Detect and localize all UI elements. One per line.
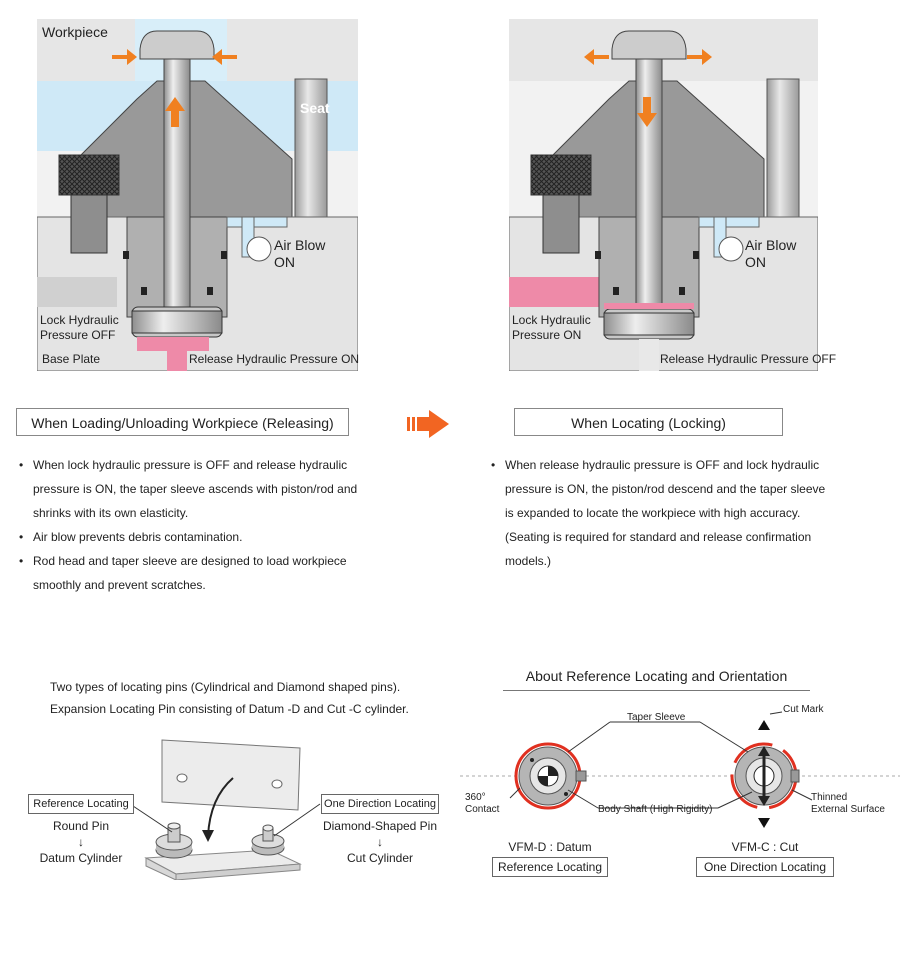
locking-cross-section	[509, 19, 818, 371]
contact-line1: 360°	[465, 792, 486, 803]
thinned-surface-label: Thinned External Surface	[811, 792, 885, 816]
releasing-bullet-3: Rod head and taper sleeve are designed t…	[17, 549, 362, 597]
reference-locating-box: Reference Locating	[28, 794, 134, 814]
lock-pressure-line1-right: Lock Hydraulic	[512, 313, 591, 327]
datum-reference-box: Reference Locating	[492, 857, 608, 877]
diamond-pin-arrow: ↓	[377, 835, 383, 849]
air-blow-text-right: Air Blow	[745, 237, 797, 253]
releasing-bullets: When lock hydraulic pressure is OFF and …	[17, 453, 362, 597]
seat-label: Seat	[300, 100, 330, 116]
lock-pressure-label-right: Lock Hydraulic Pressure ON	[512, 313, 591, 343]
contact-line2: Contact	[465, 804, 500, 815]
cut-direction-box: One Direction Locating	[696, 857, 834, 877]
reference-diagram	[460, 711, 900, 828]
thinned-line2: External Surface	[811, 804, 885, 815]
cut-type-label: VFM-C : Cut	[731, 840, 799, 854]
body-shaft-label: Body Shaft (High Rigidity)	[598, 804, 713, 815]
release-pressure-label: Release Hydraulic Pressure ON	[189, 352, 360, 366]
round-pin-group: Round Pin ↓ Datum Cylinder	[28, 818, 134, 866]
intro-line2: Expansion Locating Pin consisting of Dat…	[50, 702, 409, 716]
locking-bullet-1: When release hydraulic pressure is OFF a…	[489, 453, 834, 573]
air-on-text-right: ON	[745, 254, 766, 270]
air-blow-text: Air Blow	[274, 237, 326, 253]
locating-pins-illustration	[144, 739, 302, 880]
intro-line1: Two types of locating pins (Cylindrical …	[50, 680, 401, 694]
reference-title-underline	[503, 690, 810, 691]
releasing-bullet-1: When lock hydraulic pressure is OFF and …	[17, 453, 362, 525]
lock-pressure-label: Lock Hydraulic Pressure OFF	[40, 313, 119, 343]
intro-text: Two types of locating pins (Cylindrical …	[50, 676, 409, 720]
diamond-pin-group: Diamond-Shaped Pin ↓ Cut Cylinder	[316, 818, 444, 866]
release-pressure-label-right: Release Hydraulic Pressure OFF	[660, 352, 837, 366]
workpiece-label: Workpiece	[42, 24, 108, 40]
releasing-title: When Loading/Unloading Workpiece (Releas…	[16, 408, 349, 436]
round-pin-label: Round Pin	[52, 819, 110, 833]
contact-label: 360° Contact	[465, 792, 499, 816]
datum-cylinder-label: Datum Cylinder	[39, 851, 123, 865]
process-arrow-icon	[407, 410, 449, 438]
air-on-text: ON	[274, 254, 295, 270]
lock-pressure-line2-right: Pressure ON	[512, 328, 582, 342]
base-plate-label: Base Plate	[42, 352, 101, 366]
datum-type-label: VFM-D : Datum	[508, 840, 592, 854]
releasing-cross-section	[37, 19, 358, 371]
lock-pressure-line2: Pressure OFF	[40, 328, 116, 342]
lock-pressure-line1: Lock Hydraulic	[40, 313, 119, 327]
releasing-bullet-2: Air blow prevents debris contamination.	[17, 525, 362, 549]
locking-title: When Locating (Locking)	[514, 408, 783, 436]
air-blow-label-right: Air Blow ON	[745, 237, 796, 271]
cut-mark-label: Cut Mark	[783, 704, 824, 715]
one-direction-locating-box: One Direction Locating	[321, 794, 439, 814]
reference-title: About Reference Locating and Orientation	[525, 668, 788, 684]
round-pin-arrow: ↓	[78, 835, 84, 849]
taper-sleeve-label: Taper Sleeve	[627, 712, 686, 723]
thinned-line1: Thinned	[811, 792, 848, 803]
locking-bullets: When release hydraulic pressure is OFF a…	[489, 453, 834, 573]
cut-cylinder-label: Cut Cylinder	[346, 851, 414, 865]
diamond-pin-label: Diamond-Shaped Pin	[322, 819, 438, 833]
air-blow-label: Air Blow ON	[274, 237, 325, 271]
